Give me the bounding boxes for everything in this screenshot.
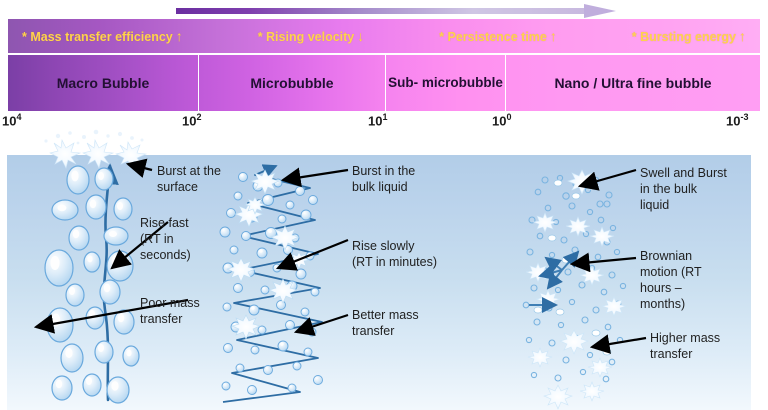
scale-tick-10e4: 104 <box>2 112 22 129</box>
annotation-burst-at-surface: Burst at the surface <box>157 164 221 194</box>
annotation-rise-slowly: Rise slowly (RT in minutes) <box>352 239 437 269</box>
scale-tick-10e-3: 10-3 <box>726 112 749 129</box>
class-cell-macro-bubble: Macro Bubble <box>56 74 150 91</box>
property-trend-banner: * Mass transfer efficiency↑ * Rising vel… <box>8 19 760 53</box>
scale-tick-10e0: 100 <box>492 112 512 129</box>
annotation-higher-mass-transfer: Higher mass transfer <box>650 331 721 361</box>
annotation-swell-and-burst: Swell and Burst in the bulk liquid <box>640 166 727 212</box>
size-scale-axis: 104 102 101 100 10-3 <box>0 112 768 134</box>
property-label: * Rising velocity <box>257 30 355 44</box>
class-cell-nano-ultra-fine-bubble: Nano / Ultra fine bubble <box>505 55 760 111</box>
annotation-poor-mass-transfer: Poor mass transfer <box>140 296 200 326</box>
property-item-mass-transfer-efficiency: * Mass transfer efficiency↑ <box>22 28 183 44</box>
trend-arrow-glyph: ↑ <box>549 28 557 44</box>
annotation-rise-fast: Rise fast (RT in seconds) <box>140 216 191 262</box>
property-label: * Persistence time <box>439 30 547 44</box>
property-item-rising-velocity: * Rising velocity↓ <box>258 28 365 44</box>
annotation-brownian-motion: Brownian motion (RT hours – months) <box>640 249 702 311</box>
annotation-burst-in-bulk-liquid: Burst in the bulk liquid <box>352 164 416 194</box>
property-item-bursting-energy: * Bursting energy↑ <box>632 28 746 44</box>
property-label: * Bursting energy <box>631 30 736 44</box>
increasing-trend-arrow <box>176 4 616 18</box>
trend-arrow-svg <box>176 4 616 18</box>
trend-arrow-glyph: ↑ <box>738 28 746 44</box>
class-cell-microbubble: Microbubble <box>198 55 385 111</box>
property-label: * Mass transfer efficiency <box>22 30 173 44</box>
annotation-better-mass-transfer: Better mass transfer <box>352 308 419 338</box>
class-cell-sub-microbubble: Sub- microbubble <box>385 55 505 111</box>
scale-tick-10e1: 101 <box>368 112 388 129</box>
trend-arrow-glyph: ↓ <box>357 28 365 44</box>
trend-arrow-glyph: ↑ <box>175 28 183 44</box>
bubble-classification-band: Macro Bubble Microbubble Sub- microbubbl… <box>8 55 760 111</box>
property-item-persistence-time: * Persistence time↑ <box>439 28 557 44</box>
scale-tick-10e2: 102 <box>182 112 202 129</box>
